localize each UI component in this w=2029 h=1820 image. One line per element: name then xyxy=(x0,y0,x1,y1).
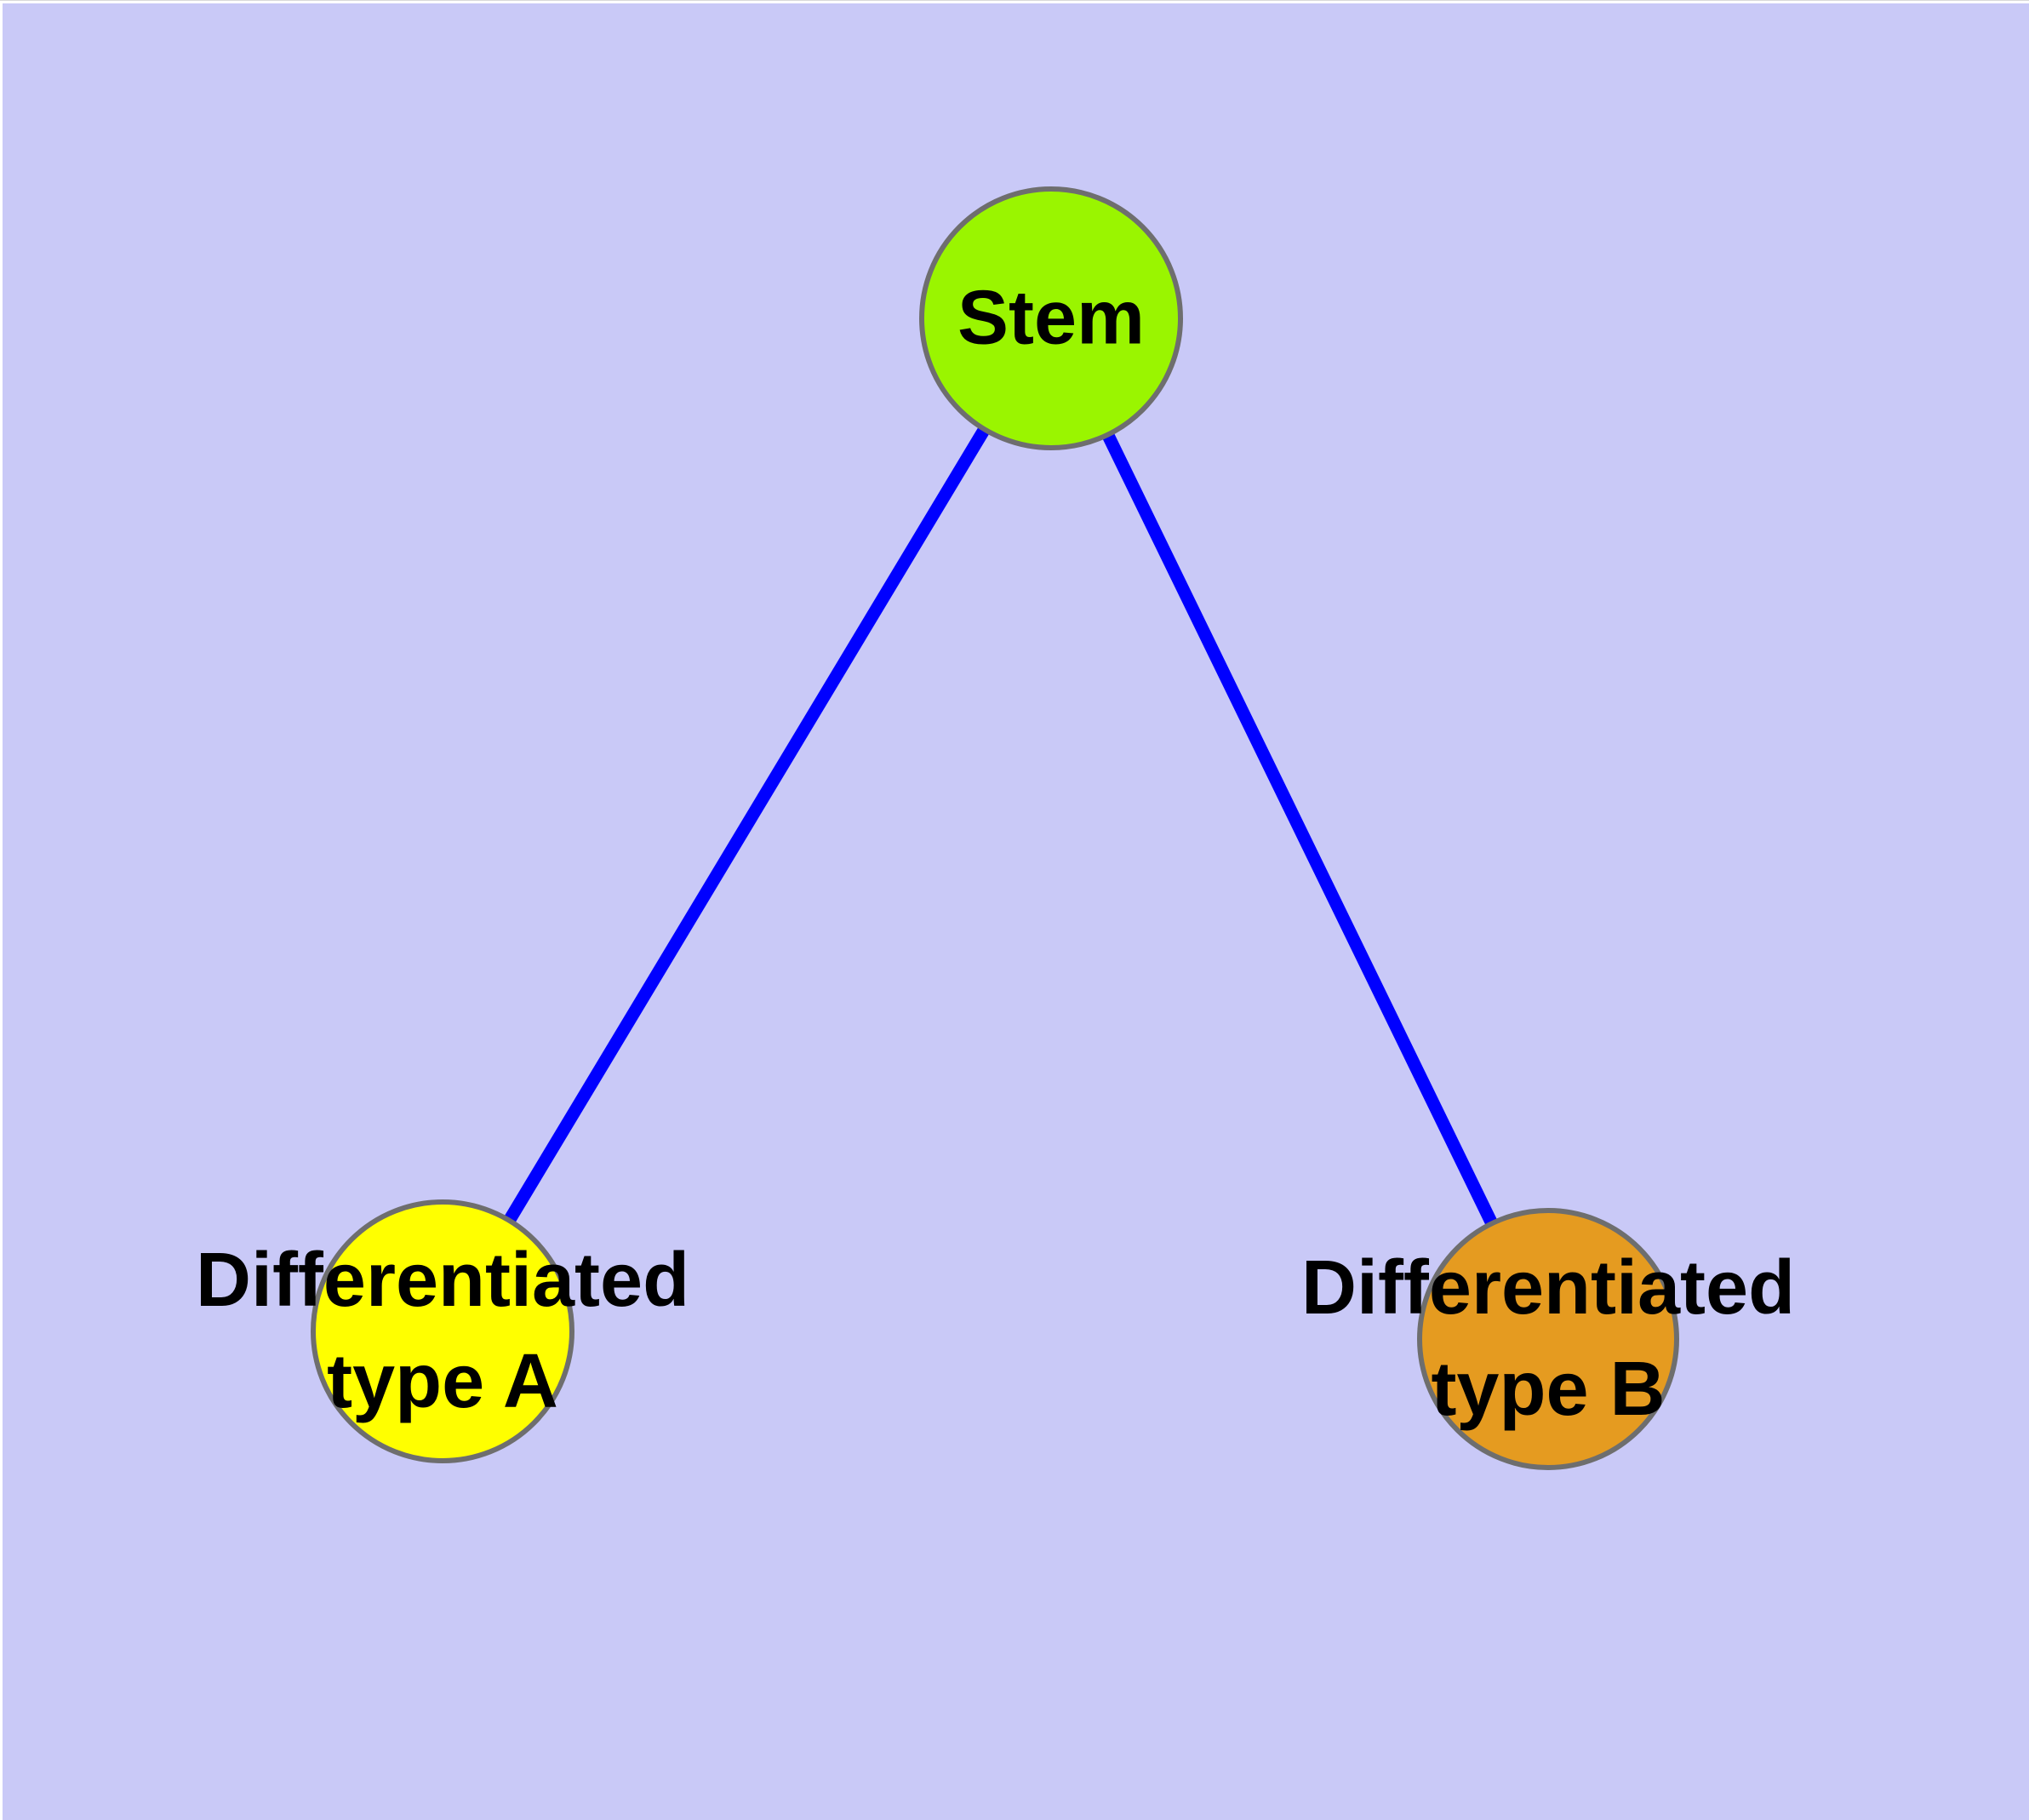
node-stem-circle xyxy=(919,186,1183,450)
node-type-b-circle xyxy=(1417,1208,1679,1470)
node-type-a-circle xyxy=(311,1199,574,1463)
edge-stem-type-b xyxy=(1045,315,1554,1342)
edge-stem-type-a xyxy=(437,315,1057,1335)
top-hairline xyxy=(0,0,2029,1)
